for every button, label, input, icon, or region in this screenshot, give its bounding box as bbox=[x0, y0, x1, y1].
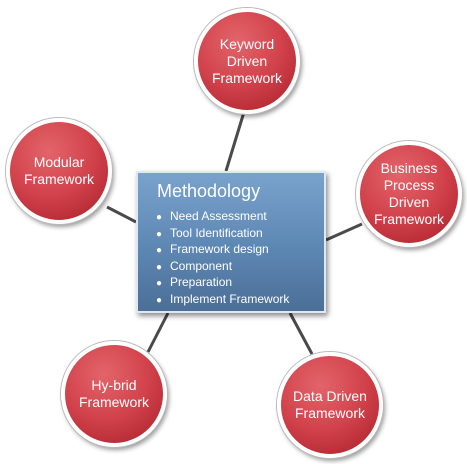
methodology-title: Methodology bbox=[157, 181, 261, 201]
list-item: ● Need Assessment bbox=[156, 209, 289, 226]
node-data-driven-label: Data Driven Framework bbox=[293, 388, 367, 421]
bullet-icon: ● bbox=[156, 278, 163, 290]
list-item-label: Implement Framework bbox=[170, 291, 290, 306]
node-modular-label: Modular Framework bbox=[23, 154, 94, 187]
node-business-label: Business Process Driven Framework bbox=[373, 160, 444, 227]
list-item-label: Framework design bbox=[170, 242, 269, 257]
connector-modular bbox=[106, 205, 137, 224]
node-hybrid: Hy-brid Framework bbox=[61, 341, 167, 447]
connector-data bbox=[288, 312, 314, 355]
connector-hybrid bbox=[146, 312, 170, 353]
list-item: ● Preparation bbox=[156, 275, 289, 292]
list-item: ● Implement Framework bbox=[156, 292, 289, 309]
list-item-label: Need Assessment bbox=[170, 209, 267, 223]
bullet-icon: ● bbox=[156, 294, 163, 306]
methodology-box: Methodology ● Need Assessment ● Tool Ident… bbox=[136, 171, 326, 313]
connector-business bbox=[325, 222, 363, 242]
node-keyword-label: Keyword Driven Framework bbox=[211, 35, 282, 86]
connector-keyword bbox=[224, 111, 246, 172]
bullet-icon: ● bbox=[156, 212, 163, 223]
methodology-list: ● Need Assessment ● Tool Identification ● F… bbox=[156, 209, 289, 309]
list-item: ● Framework design bbox=[156, 242, 289, 259]
list-item-label: Component bbox=[170, 258, 233, 273]
node-hybrid-label: Hy-brid Framework bbox=[78, 377, 149, 410]
bullet-icon: ● bbox=[156, 245, 163, 257]
list-item-label: Tool Identification bbox=[170, 225, 263, 240]
node-modular: Modular Framework bbox=[6, 118, 112, 224]
bullet-icon: ● bbox=[156, 261, 163, 273]
node-keyword: Keyword Driven Framework bbox=[194, 8, 300, 114]
bullet-icon: ● bbox=[156, 228, 163, 240]
list-item: ● Component bbox=[156, 259, 289, 276]
node-data-driven: Data Driven Framework bbox=[277, 352, 383, 458]
list-item: ● Tool Identification bbox=[156, 226, 289, 243]
node-business: Business Process Driven Framework bbox=[356, 141, 462, 247]
list-item-label: Preparation bbox=[170, 275, 233, 290]
